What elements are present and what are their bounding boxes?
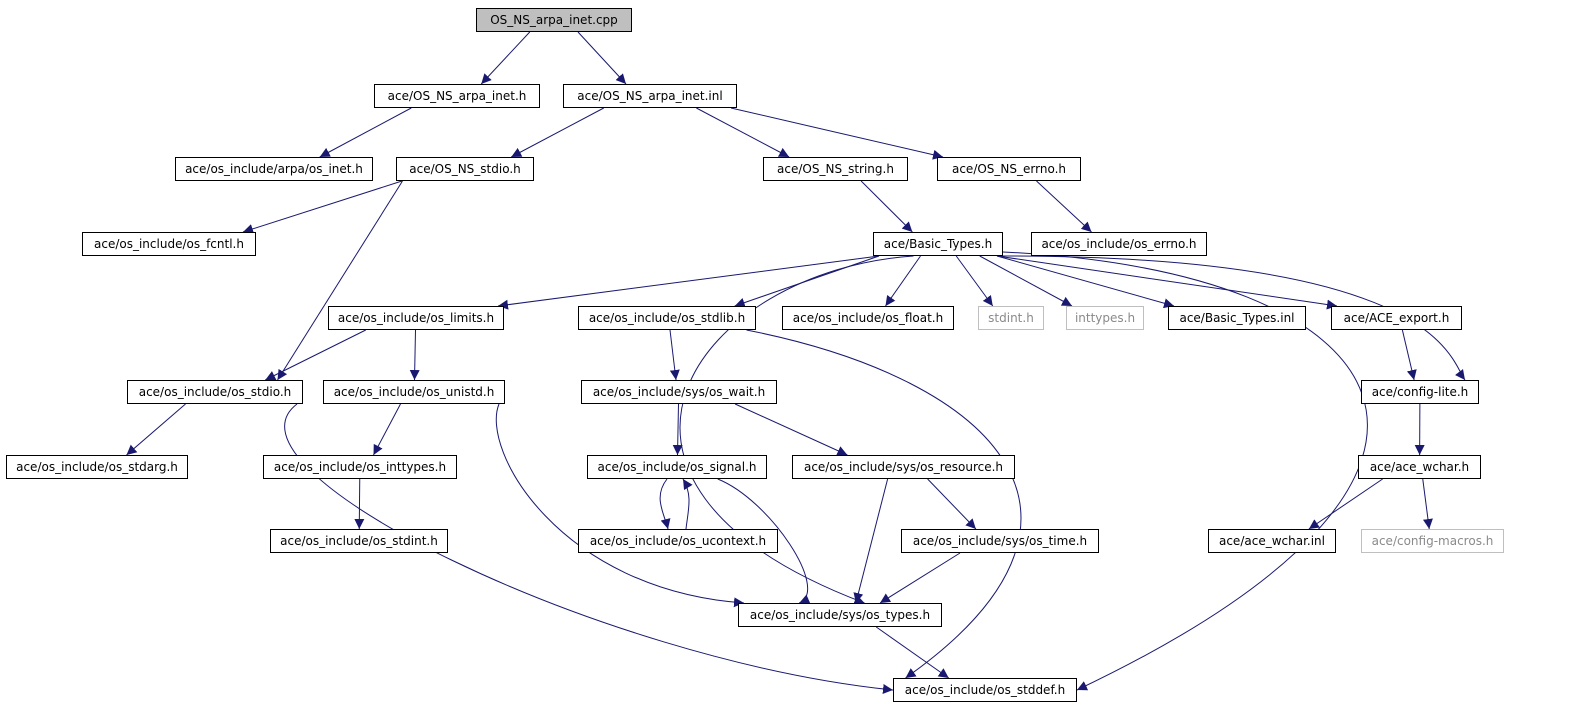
edge-arpa_inet_h-to-os_inet_h: [319, 107, 412, 158]
node-os-float-h[interactable]: ace/os_include/os_float.h: [782, 306, 954, 330]
node-stdint-h: stdint.h: [978, 306, 1044, 330]
node-os-stdio-h[interactable]: ace/os_include/os_stdio.h: [127, 380, 303, 404]
node-os-resource-h[interactable]: ace/os_include/sys/os_resource.h: [792, 455, 1015, 479]
edge-root-to-arpa_inet_h: [480, 31, 531, 85]
node-os-ns-arpa-inet-h[interactable]: ace/OS_NS_arpa_inet.h: [374, 84, 540, 108]
node-os-errno-h[interactable]: ace/os_include/os_errno.h: [1031, 232, 1207, 256]
node-ace-wchar-inl[interactable]: ace/ace_wchar.inl: [1208, 529, 1336, 553]
edge-os_unistd_h-to-os_inttypes_h: [373, 403, 401, 456]
node-basic-types-inl[interactable]: ace/Basic_Types.inl: [1168, 306, 1306, 330]
node-os-stdlib-h[interactable]: ace/os_include/os_stdlib.h: [578, 306, 756, 330]
edge-os_signal_h-to-os_ucontext_h: [659, 478, 671, 530]
node-inttypes-h: inttypes.h: [1066, 306, 1144, 330]
edge-os_resource_h-to-os_types_h: [853, 478, 889, 604]
edge-root-to-arpa_inet_inl: [577, 31, 627, 85]
edge-os_types_h-to-os_stddef_h: [875, 626, 950, 679]
edge-basic_types_h-to-stdint_h: [955, 255, 994, 307]
edge-os_limits_h-to-os_unistd_h: [409, 329, 420, 381]
edge-ns_string_h-to-basic_types_h: [860, 180, 913, 233]
edge-os_ucontext_h-to-os_signal_h: [682, 478, 693, 530]
edge-basic_types_h-to-inttypes_h: [979, 255, 1073, 307]
node-os-fcntl-h[interactable]: ace/os_include/os_fcntl.h: [82, 232, 256, 256]
node-ace-wchar-h[interactable]: ace/ace_wchar.h: [1358, 455, 1481, 479]
edge-ace_wchar_h-to-config_macros_h: [1422, 478, 1433, 530]
node-os-time-h[interactable]: ace/os_include/sys/os_time.h: [901, 529, 1099, 553]
edge-arpa_inet_inl-to-ns_stdio_h: [511, 107, 604, 158]
node-os-stdarg-h[interactable]: ace/os_include/os_stdarg.h: [6, 455, 188, 479]
edge-os_signal_h-to-os_types_h: [717, 478, 811, 604]
edge-os_unistd_h-to-os_types_h: [495, 403, 745, 608]
node-os-inttypes-h[interactable]: ace/os_include/os_inttypes.h: [263, 455, 457, 479]
node-os-ns-errno-h[interactable]: ace/OS_NS_errno.h: [937, 157, 1081, 181]
node-ace-export-h[interactable]: ace/ACE_export.h: [1331, 306, 1462, 330]
node-root-file: OS_NS_arpa_inet.cpp: [476, 8, 632, 32]
edge-os_wait_h-to-os_resource_h: [734, 403, 848, 456]
edge-ns_errno_h-to-os_errno_h: [1036, 180, 1092, 233]
edge-basic_types_h-to-os_limits_h: [497, 255, 880, 310]
edge-arpa_inet_inl-to-ns_errno_h: [730, 107, 944, 160]
edge-os_resource_h-to-os_time_h: [927, 478, 977, 530]
edge-basic_types_h-to-ace_export_h: [996, 255, 1338, 310]
node-os-unistd-h[interactable]: ace/os_include/os_unistd.h: [323, 380, 505, 404]
edge-basic_types_h-to-os_stdlib_h: [734, 255, 880, 308]
edge-basic_types_h-to-os_float_h: [885, 255, 921, 307]
node-config-lite-h[interactable]: ace/config-lite.h: [1361, 380, 1479, 404]
node-basic-types-h[interactable]: ace/Basic_Types.h: [873, 232, 1003, 256]
edge-arpa_inet_inl-to-ns_string_h: [696, 107, 790, 158]
node-os-ucontext-h[interactable]: ace/os_include/os_ucontext.h: [578, 529, 778, 553]
node-os-stdint-h[interactable]: ace/os_include/os_stdint.h: [270, 529, 448, 553]
node-os-stddef-h[interactable]: ace/os_include/os_stddef.h: [893, 678, 1077, 702]
edge-os_time_h-to-os_types_h: [879, 552, 961, 604]
node-os-ns-stdio-h[interactable]: ace/OS_NS_stdio.h: [396, 157, 534, 181]
edge-os_limits_h-to-os_stdio_h: [265, 329, 366, 381]
edge-os_wait_h-to-os_signal_h: [672, 403, 683, 456]
node-os-types-h[interactable]: ace/os_include/sys/os_types.h: [738, 603, 942, 627]
node-os-inet-h[interactable]: ace/os_include/arpa/os_inet.h: [175, 157, 373, 181]
edge-ace_export_h-to-config_lite_h: [1401, 329, 1417, 381]
edge-ns_stdio_h-to-os_fcntl_h: [242, 180, 403, 234]
edge-ace_wchar_h-to-ace_wchar_inl: [1308, 478, 1383, 530]
edge-os_stdio_h-to-os_stdarg_h: [126, 403, 186, 456]
node-os-wait-h[interactable]: ace/os_include/sys/os_wait.h: [581, 380, 777, 404]
edge-os_inttypes_h-to-os_stdint_h: [354, 478, 365, 530]
edge-os_stdio_h-to-os_stddef_h: [284, 403, 894, 694]
node-os-ns-arpa-inet-inl[interactable]: ace/OS_NS_arpa_inet.inl: [563, 84, 737, 108]
node-os-limits-h[interactable]: ace/os_include/os_limits.h: [328, 306, 504, 330]
node-os-signal-h[interactable]: ace/os_include/os_signal.h: [587, 455, 767, 479]
edge-basic_types_h-to-basic_types_inl: [996, 255, 1175, 309]
edge-os_stdlib_h-to-os_wait_h: [669, 329, 680, 381]
node-os-ns-string-h[interactable]: ace/OS_NS_string.h: [763, 157, 908, 181]
edge-ns_stdio_h-to-os_stdio_h: [277, 180, 403, 381]
node-config-macros-h: ace/config-macros.h: [1361, 529, 1504, 553]
